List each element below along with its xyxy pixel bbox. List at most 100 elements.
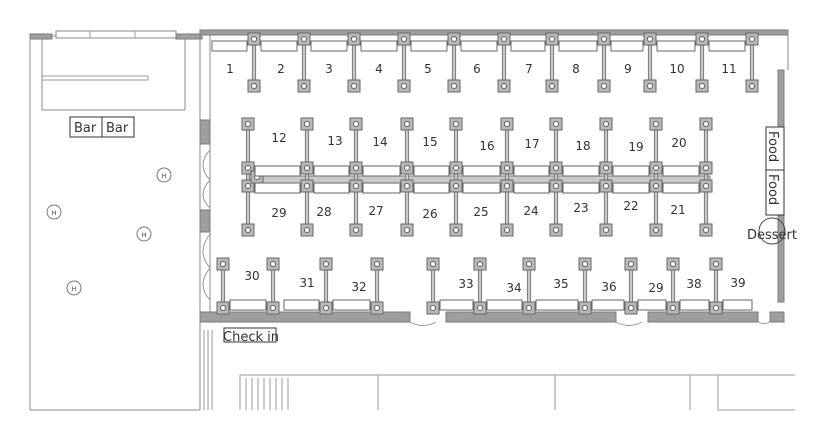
table-number: 6	[473, 62, 481, 76]
table-top	[260, 40, 298, 52]
table-number: 25	[473, 205, 488, 219]
stool-icon	[624, 257, 638, 271]
stool-icon	[247, 32, 261, 46]
table-top	[708, 40, 746, 52]
table-number: 23	[573, 201, 588, 215]
table-top	[310, 40, 348, 52]
bench	[582, 263, 588, 309]
food-sign: Food Food	[765, 126, 785, 216]
table-number: 15	[422, 135, 437, 149]
stool-icon	[500, 179, 514, 193]
table-top	[722, 299, 753, 311]
stool-icon	[699, 179, 713, 193]
stool-icon	[649, 161, 663, 175]
table-top	[460, 40, 498, 52]
stool-icon	[426, 301, 440, 315]
bar-label-2: Bar	[106, 121, 129, 136]
stool-icon	[426, 257, 440, 271]
stool-icon	[297, 79, 311, 93]
bench	[404, 123, 410, 231]
dessert-station: Dessert	[747, 217, 797, 245]
heater-icon: H	[136, 226, 152, 242]
table-top	[558, 40, 598, 52]
stool-icon	[349, 223, 363, 237]
table-number: 21	[670, 203, 685, 217]
stool-icon	[473, 257, 487, 271]
table-number: 19	[628, 140, 643, 154]
table-number: 20	[671, 136, 686, 150]
bench	[670, 263, 676, 309]
stool-icon	[300, 117, 314, 131]
center-table-rail	[251, 175, 711, 184]
bench	[628, 263, 634, 309]
stool-icon	[500, 223, 514, 237]
check-in-desk: Check in	[223, 327, 279, 345]
stool-icon	[643, 79, 657, 93]
table-number: 4	[375, 62, 383, 76]
stool-icon	[699, 117, 713, 131]
table-top	[413, 182, 450, 194]
bench	[553, 123, 559, 231]
stool-icon	[666, 257, 680, 271]
table-top	[332, 299, 371, 311]
table-number: 36	[601, 280, 616, 294]
svg-text:H: H	[162, 173, 167, 180]
bench	[526, 263, 532, 309]
stool-icon	[297, 32, 311, 46]
table-number: 33	[458, 277, 473, 291]
table-number: 32	[351, 280, 366, 294]
stool-icon	[597, 79, 611, 93]
stool-icon	[247, 79, 261, 93]
bar-sign: Bar Bar	[69, 116, 135, 138]
stool-icon	[649, 179, 663, 193]
table-top	[637, 299, 667, 311]
table-top	[610, 40, 644, 52]
table-number: 27	[368, 204, 383, 218]
table-number: 39	[730, 276, 745, 290]
table-top	[410, 40, 448, 52]
bench	[653, 123, 659, 231]
stool-icon	[666, 301, 680, 315]
table-top	[510, 40, 546, 52]
stool-icon	[597, 32, 611, 46]
stool-icon	[709, 301, 723, 315]
stool-icon	[370, 257, 384, 271]
table-number: 2	[277, 62, 285, 76]
table-top	[562, 165, 600, 177]
stool-icon	[578, 301, 592, 315]
svg-text:H: H	[52, 210, 57, 217]
stool-icon	[319, 257, 333, 271]
table-top	[612, 182, 650, 194]
table-number: 17	[524, 137, 539, 151]
table-top	[562, 182, 600, 194]
stool-icon	[349, 117, 363, 131]
stool-icon	[599, 223, 613, 237]
bench	[430, 263, 436, 309]
table-number: 31	[299, 276, 314, 290]
table-top	[360, 40, 398, 52]
table-number: 30	[244, 269, 259, 283]
stool-icon	[266, 257, 280, 271]
table-top	[513, 165, 550, 177]
food-label-1: Food	[765, 131, 780, 162]
table-top	[313, 182, 350, 194]
heater-icon: H	[156, 167, 172, 183]
bench	[245, 123, 251, 231]
bench	[304, 123, 310, 231]
check-in-label: Check in	[223, 330, 279, 345]
table-number: 38	[686, 277, 701, 291]
stool-icon	[549, 223, 563, 237]
bar-label-1: Bar	[74, 121, 97, 136]
stool-icon	[349, 161, 363, 175]
stool-icon	[578, 257, 592, 271]
stool-icon	[500, 117, 514, 131]
stool-icon	[549, 161, 563, 175]
table-top	[283, 299, 320, 311]
stool-icon	[397, 32, 411, 46]
table-number: 29	[648, 281, 663, 295]
table-number: 35	[553, 277, 568, 291]
building-walls	[29, 29, 795, 411]
table-number: 9	[624, 62, 632, 76]
stool-icon	[695, 79, 709, 93]
stool-icon	[473, 301, 487, 315]
